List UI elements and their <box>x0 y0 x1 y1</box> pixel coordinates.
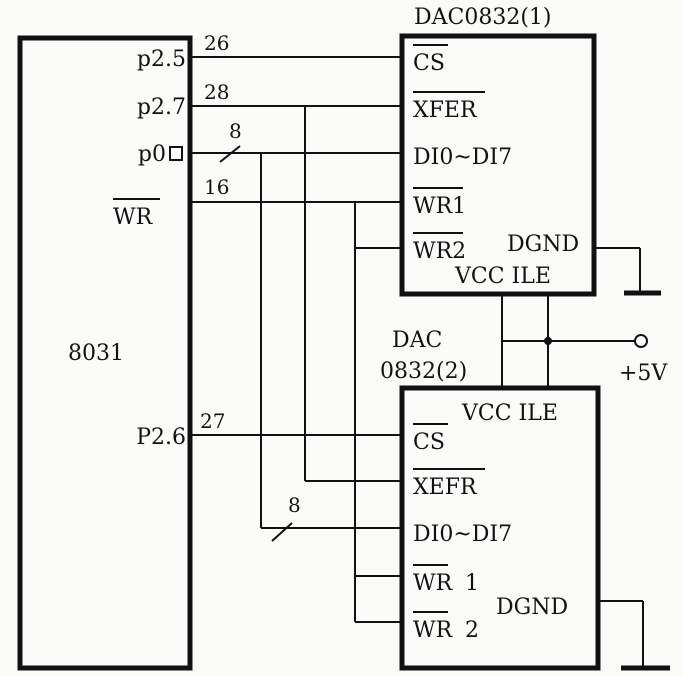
dac2-pin-di: DI0~DI7 <box>413 522 512 547</box>
mcu-name: 8031 <box>68 341 124 366</box>
supply-label: +5V <box>619 361 668 386</box>
dac2-pin-wr2-index: 2 <box>465 618 479 643</box>
dac1-pin-di: DI0~DI7 <box>413 145 512 170</box>
bus2-width-8: 8 <box>288 493 301 517</box>
bus-slash-1 <box>219 145 241 163</box>
dac1-pin-vcc-ile: VCC ILE <box>454 264 551 289</box>
dac1-pin-wr2: WR2 <box>413 239 466 264</box>
dac2-pin-wr1-index: 1 <box>465 571 479 596</box>
bus-slash-2 <box>271 522 293 542</box>
bus-width-8: 8 <box>229 119 242 143</box>
pin-number-26: 26 <box>204 31 229 55</box>
pin-label-p0: p0 <box>138 142 166 167</box>
dac1-title: DAC0832(1) <box>414 5 552 30</box>
dac1-block <box>399 33 597 297</box>
p0-port-marker <box>169 146 183 161</box>
dac2-pin-wr2: WR <box>413 618 454 643</box>
mcu-8031-block <box>17 35 193 671</box>
dac2-pin-cs: CS <box>413 430 445 455</box>
dac1-pin-xfer: XFER <box>413 98 478 123</box>
pin-number-16: 16 <box>204 175 229 199</box>
pin-label-p26: P2.6 <box>136 425 186 450</box>
dac2-title-line2: 0832(2) <box>380 359 467 384</box>
supply-terminal <box>634 334 648 348</box>
dac2-pin-wr1: WR <box>413 571 454 596</box>
dac1-pin-cs: CS <box>413 51 445 76</box>
pin-label-p27: p2.7 <box>137 95 186 120</box>
dac2-title-line1: DAC <box>392 328 442 353</box>
pin-label-wr: WR <box>113 205 154 230</box>
dac2-pin-xfer: XEFR <box>413 475 478 500</box>
pin-number-27: 27 <box>200 409 225 433</box>
pin-label-p25: p2.5 <box>137 47 186 72</box>
dac1-pin-dgnd: DGND <box>507 232 579 257</box>
dac2-pin-dgnd: DGND <box>496 595 568 620</box>
dac2-pin-vcc-ile: VCC ILE <box>461 401 558 426</box>
dac1-pin-wr1: WR1 <box>413 194 466 219</box>
junction-dot <box>544 337 552 345</box>
pin-number-28: 28 <box>204 80 229 104</box>
